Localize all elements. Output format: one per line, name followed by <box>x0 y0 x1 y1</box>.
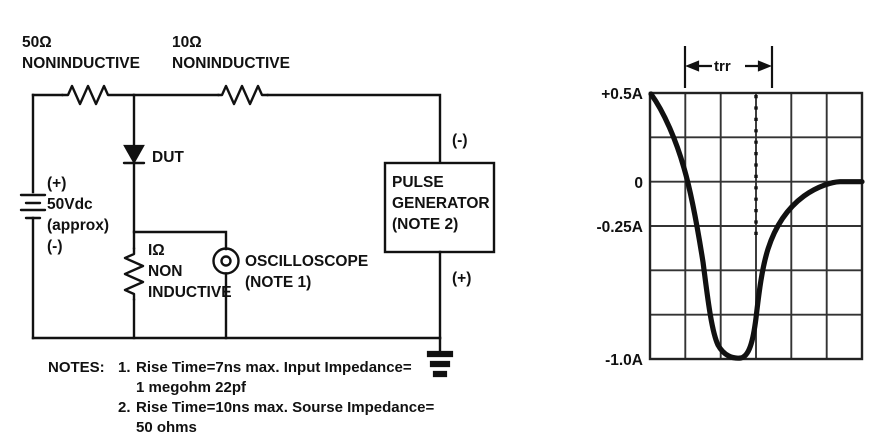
ytick-label-3: -1.0A <box>605 352 643 369</box>
label-r1-value: IΩ <box>148 242 165 259</box>
pulse-generator-box <box>383 161 496 254</box>
label-r1-type-line1: NON <box>148 263 182 280</box>
label-r10-value: 10Ω <box>172 34 202 51</box>
label-r50-type: NONINDUCTIVE <box>22 55 140 72</box>
label-dut: DUT <box>152 149 184 166</box>
resistor-1ohm-symbol <box>123 246 145 302</box>
note-2-line2: 50 ohms <box>136 419 197 436</box>
label-pulsegen-terminal-minus: (-) <box>452 132 468 149</box>
label-r50-value: 50Ω <box>22 34 52 51</box>
trr-dimension: trr <box>683 46 774 88</box>
ground-bar-2 <box>429 360 451 368</box>
label-supply-plus: (+) <box>47 175 66 192</box>
ytick-label-1: 0 <box>634 175 643 192</box>
notes-heading: NOTES: <box>48 359 105 376</box>
label-supply-minus: (-) <box>47 238 63 255</box>
ytick-label-2: -0.25A <box>596 219 643 236</box>
wire-top-right <box>266 93 442 165</box>
label-supply-value: 50Vdc <box>47 196 93 213</box>
note-1-line1: Rise Time=7ns max. Input Impedance= <box>136 359 412 376</box>
label-r10-type: NONINDUCTIVE <box>172 55 290 72</box>
trr-label: trr <box>714 58 731 75</box>
label-r1-type-line2: INDUCTIVE <box>148 284 232 301</box>
ground-bar-3 <box>432 370 448 378</box>
current-waveform-trace <box>648 91 865 361</box>
trr-arrowhead-left <box>685 60 700 72</box>
note-1-number: 1. <box>118 359 131 376</box>
trr-arrowhead-right <box>757 60 772 72</box>
chart-frame <box>648 91 864 361</box>
label-pulsegen-line2: GENERATOR <box>392 195 490 212</box>
label-pulsegen-line1: PULSE <box>392 174 444 191</box>
ground-bar-1 <box>426 350 454 358</box>
label-pulsegen-terminal-plus: (+) <box>452 270 471 287</box>
note-1-line2: 1 megohm 22pf <box>136 379 247 396</box>
resistor-10ohm-symbol <box>216 84 270 106</box>
label-oscilloscope-line1: OSCILLOSCOPE <box>245 253 368 270</box>
note-2-number: 2. <box>118 399 131 416</box>
ytick-label-0: +0.5A <box>601 86 643 103</box>
wire-scope-node <box>132 230 228 251</box>
label-pulsegen-line3: (NOTE 2) <box>392 216 458 233</box>
dut-diode-triangle <box>123 144 145 165</box>
label-supply-approx: (approx) <box>47 217 109 234</box>
oscilloscope-connector-inner <box>220 255 232 267</box>
note-2-line1: Rise Time=10ns max. Sourse Impedance= <box>136 399 434 416</box>
resistor-50ohm-symbol <box>60 84 136 106</box>
label-oscilloscope-line2: (NOTE 1) <box>245 274 311 291</box>
